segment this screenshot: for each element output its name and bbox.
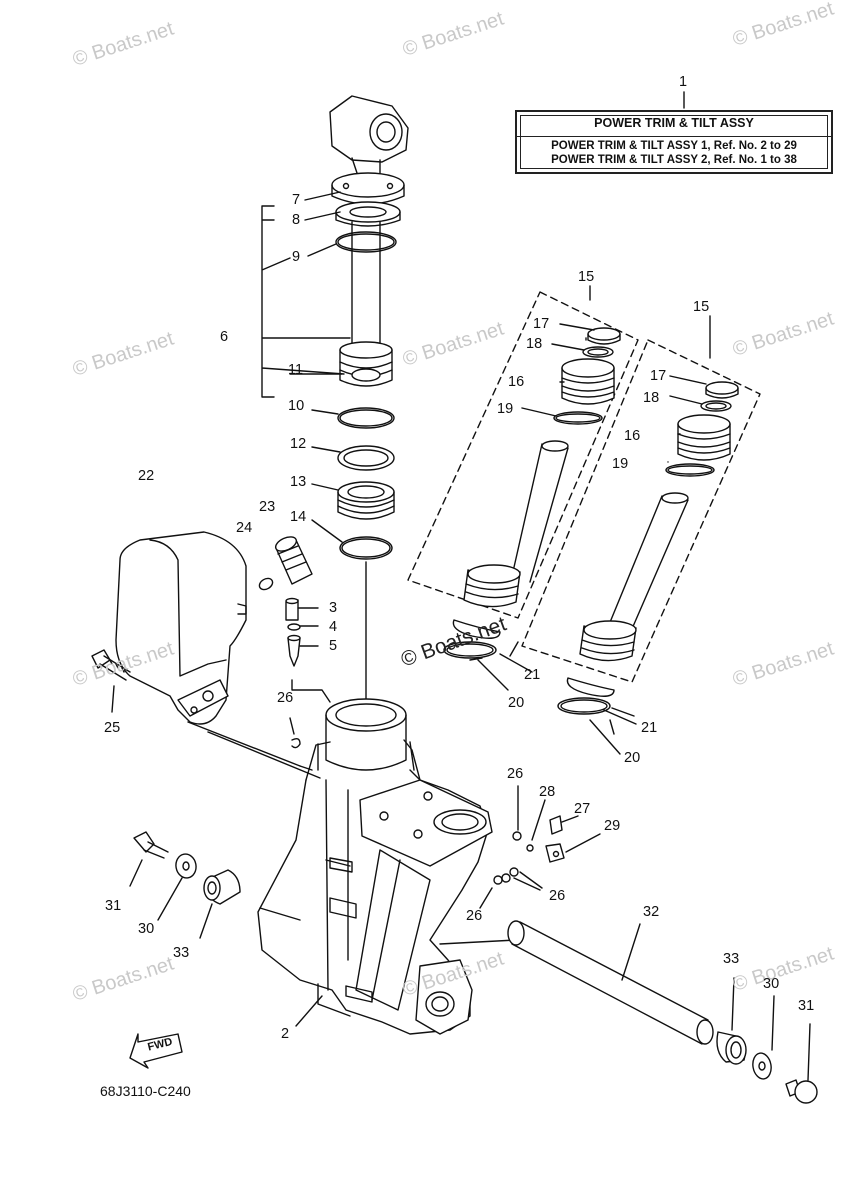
callout-26-b[interactable]: 26 xyxy=(507,766,524,782)
cylinder-seals xyxy=(337,407,395,560)
diagram-code: 68J3110-C240 xyxy=(100,1083,191,1099)
callout-12[interactable]: 12 xyxy=(290,436,307,452)
callout-18-right[interactable]: 18 xyxy=(643,390,660,406)
trim-ram-left xyxy=(443,327,621,659)
callout-18-left[interactable]: 18 xyxy=(526,336,543,352)
callout-17-right[interactable]: 17 xyxy=(650,368,667,384)
callout-24[interactable]: 24 xyxy=(236,520,253,536)
left-hardware xyxy=(129,831,241,939)
callout-33-right[interactable]: 33 xyxy=(723,951,740,967)
trim-ram-groups xyxy=(407,291,761,683)
callout-30-right[interactable]: 30 xyxy=(763,976,780,992)
callout-33-left[interactable]: 33 xyxy=(173,945,190,961)
assembly-line-2: POWER TRIM & TILT ASSY 2, Ref. No. 1 to … xyxy=(551,154,797,166)
callout-16-left[interactable]: 16 xyxy=(508,374,525,390)
callout-22[interactable]: 22 xyxy=(138,468,155,484)
callout-13[interactable]: 13 xyxy=(290,474,307,490)
callout-28[interactable]: 28 xyxy=(539,784,556,800)
callout-31-right[interactable]: 31 xyxy=(798,998,815,1014)
callout-7[interactable]: 7 xyxy=(292,192,301,208)
callout-29[interactable]: 29 xyxy=(604,818,621,834)
callout-27[interactable]: 27 xyxy=(574,801,591,817)
callout-3[interactable]: 3 xyxy=(329,600,338,616)
callout-25[interactable]: 25 xyxy=(104,720,121,736)
trim-ram-right xyxy=(557,381,739,715)
callout-4[interactable]: 4 xyxy=(329,619,338,635)
callout-26-d[interactable]: 26 xyxy=(466,908,483,924)
callout-11[interactable]: 11 xyxy=(288,362,304,378)
holder-bracket xyxy=(115,531,247,725)
callout-15-right[interactable]: 15 xyxy=(693,299,710,315)
callout-6[interactable]: 6 xyxy=(220,329,229,345)
callout-17-left[interactable]: 17 xyxy=(533,316,550,332)
part-32 xyxy=(507,920,714,1045)
fwd-arrow xyxy=(129,1033,183,1069)
right-hardware xyxy=(716,977,818,1104)
assembly-line-1: POWER TRIM & TILT ASSY 1, Ref. No. 2 to … xyxy=(551,140,797,152)
part-25 xyxy=(91,649,131,713)
callout-8[interactable]: 8 xyxy=(292,212,301,228)
callout-26-c[interactable]: 26 xyxy=(549,888,566,904)
tilt-rod-assembly xyxy=(329,95,409,387)
callout-10[interactable]: 10 xyxy=(288,398,305,414)
callout-21-right[interactable]: 21 xyxy=(641,720,658,736)
callout-1[interactable]: 1 xyxy=(679,74,688,90)
assembly-title-box: POWER TRIM & TILT ASSY POWER TRIM & TILT… xyxy=(515,110,833,174)
callout-21-left[interactable]: 21 xyxy=(524,667,541,683)
callout-9[interactable]: 9 xyxy=(292,249,301,265)
callout-20-left[interactable]: 20 xyxy=(508,695,525,711)
callout-31-left[interactable]: 31 xyxy=(105,898,122,914)
callout-15-left[interactable]: 15 xyxy=(578,269,595,285)
part-23 xyxy=(274,536,313,585)
assembly-heading: POWER TRIM & TILT ASSY xyxy=(594,116,754,130)
callout-20-right[interactable]: 20 xyxy=(624,750,641,766)
callout-32[interactable]: 32 xyxy=(643,904,660,920)
callout-5[interactable]: 5 xyxy=(329,638,338,654)
callout-23[interactable]: 23 xyxy=(259,499,276,515)
callout-30-left[interactable]: 30 xyxy=(138,921,155,937)
callout-16-right[interactable]: 16 xyxy=(624,428,641,444)
cylinder-body xyxy=(257,698,493,1035)
callout-2[interactable]: 2 xyxy=(281,1026,290,1042)
callout-19-left[interactable]: 19 xyxy=(497,401,514,417)
callout-26-a[interactable]: 26 xyxy=(277,690,294,706)
callout-19-right[interactable]: 19 xyxy=(612,456,629,472)
callout-14[interactable]: 14 xyxy=(290,509,307,525)
